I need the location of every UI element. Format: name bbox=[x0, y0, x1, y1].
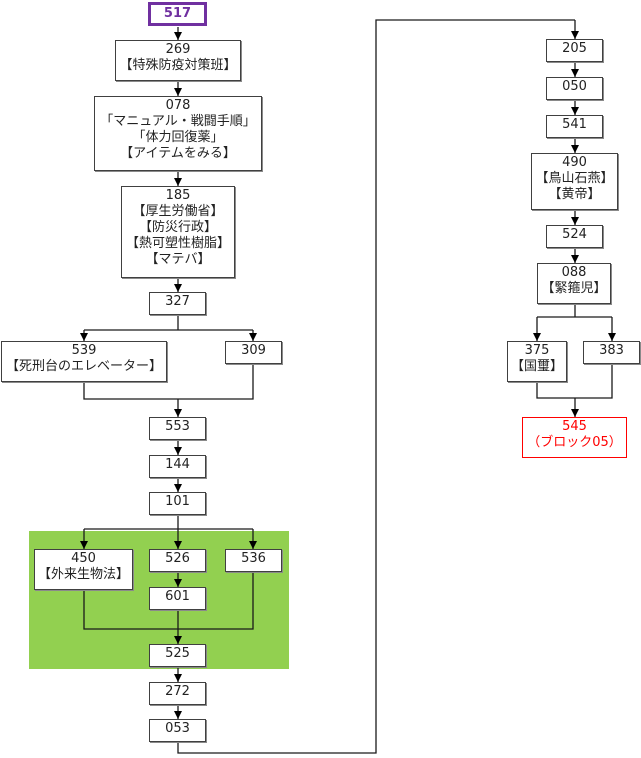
node-450[interactable]: 450【外来生物法】 bbox=[34, 549, 133, 590]
node-number: 309 bbox=[241, 343, 266, 358]
node-number: 144 bbox=[165, 457, 190, 472]
node-keyword: 【死刑台のエレベーター】 bbox=[5, 359, 162, 374]
node-number: 541 bbox=[562, 117, 587, 132]
arrowhead-icon bbox=[174, 711, 182, 719]
node-number: 185 bbox=[165, 188, 191, 203]
node-078[interactable]: 078「マニュアル・戦闘手順」「体力回復薬」【アイテムをみる】 bbox=[94, 96, 262, 171]
node-keyword: 【厚生労働省】 bbox=[132, 204, 224, 219]
connector-line bbox=[83, 365, 254, 400]
node-525[interactable]: 525 bbox=[149, 644, 206, 667]
node-309[interactable]: 309 bbox=[225, 341, 282, 364]
node-053[interactable]: 053 bbox=[149, 719, 206, 742]
node-545[interactable]: 545（ブロック05） bbox=[522, 417, 627, 458]
node-269[interactable]: 269【特殊防疫対策班】 bbox=[115, 40, 241, 81]
node-number: 269 bbox=[165, 42, 191, 57]
connector-crossover bbox=[177, 19, 575, 754]
arrowhead-icon bbox=[571, 409, 579, 417]
node-205[interactable]: 205 bbox=[546, 39, 603, 62]
node-keyword: 【熱可塑性樹脂】 bbox=[125, 236, 230, 251]
node-number: 375 bbox=[524, 343, 550, 358]
node-number: 601 bbox=[165, 589, 190, 604]
node-number: 050 bbox=[562, 79, 587, 94]
node-number: 517 bbox=[163, 6, 192, 21]
arrowhead-icon bbox=[249, 333, 257, 341]
node-keyword: 「体力回復薬」 bbox=[132, 130, 224, 145]
node-number: 272 bbox=[165, 684, 190, 699]
arrowhead-icon bbox=[571, 145, 579, 153]
arrowhead-icon bbox=[571, 255, 579, 263]
node-number: 525 bbox=[165, 646, 190, 661]
node-number: 327 bbox=[165, 294, 190, 309]
arrowhead-icon bbox=[571, 69, 579, 77]
node-541[interactable]: 541 bbox=[546, 115, 603, 138]
node-number: 539 bbox=[71, 343, 97, 358]
node-517[interactable]: 517 bbox=[148, 2, 207, 26]
node-keyword: 「マニュアル・戦闘手順」 bbox=[100, 114, 256, 129]
node-keyword: （ブロック05） bbox=[527, 435, 622, 450]
node-524[interactable]: 524 bbox=[546, 225, 603, 248]
node-keyword: 【黄帝】 bbox=[548, 187, 601, 202]
node-539[interactable]: 539【死刑台のエレベーター】 bbox=[1, 341, 167, 382]
arrowhead-icon bbox=[80, 541, 88, 549]
arrowhead-icon bbox=[174, 32, 182, 40]
arrowhead-icon bbox=[533, 333, 541, 341]
node-keyword: 【アイテムをみる】 bbox=[120, 146, 236, 161]
node-327[interactable]: 327 bbox=[149, 292, 206, 315]
node-number: 545 bbox=[562, 419, 587, 434]
node-601[interactable]: 601 bbox=[149, 587, 206, 610]
node-526[interactable]: 526 bbox=[149, 549, 206, 572]
node-keyword: 【緊箍児】 bbox=[541, 281, 607, 296]
arrowhead-icon bbox=[80, 333, 88, 341]
node-number: 101 bbox=[165, 494, 190, 509]
arrowhead-icon bbox=[571, 31, 579, 39]
node-number: 524 bbox=[562, 227, 587, 242]
node-101[interactable]: 101 bbox=[149, 492, 206, 515]
node-keyword: 【国璽】 bbox=[510, 359, 563, 374]
node-number: 205 bbox=[562, 41, 587, 56]
node-keyword: 【防災行政】 bbox=[138, 220, 217, 235]
node-383[interactable]: 383 bbox=[583, 341, 640, 364]
node-490[interactable]: 490【鳥山石燕】【黄帝】 bbox=[531, 153, 618, 210]
node-number: 553 bbox=[165, 419, 190, 434]
node-number: 536 bbox=[241, 551, 266, 566]
arrowhead-icon bbox=[249, 541, 257, 549]
node-number: 088 bbox=[561, 265, 587, 280]
arrowhead-icon bbox=[174, 636, 182, 644]
node-375[interactable]: 375【国璽】 bbox=[507, 341, 567, 382]
connector-line bbox=[83, 573, 254, 630]
arrowhead-icon bbox=[571, 107, 579, 115]
arrowhead-icon bbox=[174, 88, 182, 96]
arrowhead-icon bbox=[174, 447, 182, 455]
arrowhead-icon bbox=[174, 409, 182, 417]
node-number: 053 bbox=[165, 721, 190, 736]
arrowhead-icon bbox=[571, 217, 579, 225]
node-keyword: 【マテバ】 bbox=[145, 252, 211, 267]
node-number: 526 bbox=[165, 551, 190, 566]
node-keyword: 【鳥山石燕】 bbox=[535, 171, 614, 186]
node-number: 450 bbox=[71, 551, 96, 566]
node-keyword: 【特殊防疫対策班】 bbox=[119, 58, 237, 73]
arrowhead-icon bbox=[174, 484, 182, 492]
node-536[interactable]: 536 bbox=[225, 549, 282, 572]
arrowhead-icon bbox=[174, 284, 182, 292]
node-number: 490 bbox=[562, 155, 587, 170]
arrowhead-icon bbox=[174, 178, 182, 186]
node-088[interactable]: 088【緊箍児】 bbox=[537, 263, 611, 304]
arrowhead-icon bbox=[174, 674, 182, 682]
node-185[interactable]: 185【厚生労働省】【防災行政】【熱可塑性樹脂】【マテバ】 bbox=[121, 186, 235, 278]
node-144[interactable]: 144 bbox=[149, 455, 206, 478]
node-272[interactable]: 272 bbox=[149, 682, 206, 705]
arrowhead-icon bbox=[174, 541, 182, 549]
node-050[interactable]: 050 bbox=[546, 77, 603, 100]
node-553[interactable]: 553 bbox=[149, 417, 206, 440]
arrowhead-icon bbox=[174, 579, 182, 587]
node-number: 383 bbox=[599, 343, 624, 358]
node-keyword: 【外来生物法】 bbox=[37, 567, 129, 582]
node-number: 078 bbox=[165, 98, 191, 113]
arrowhead-icon bbox=[608, 333, 616, 341]
